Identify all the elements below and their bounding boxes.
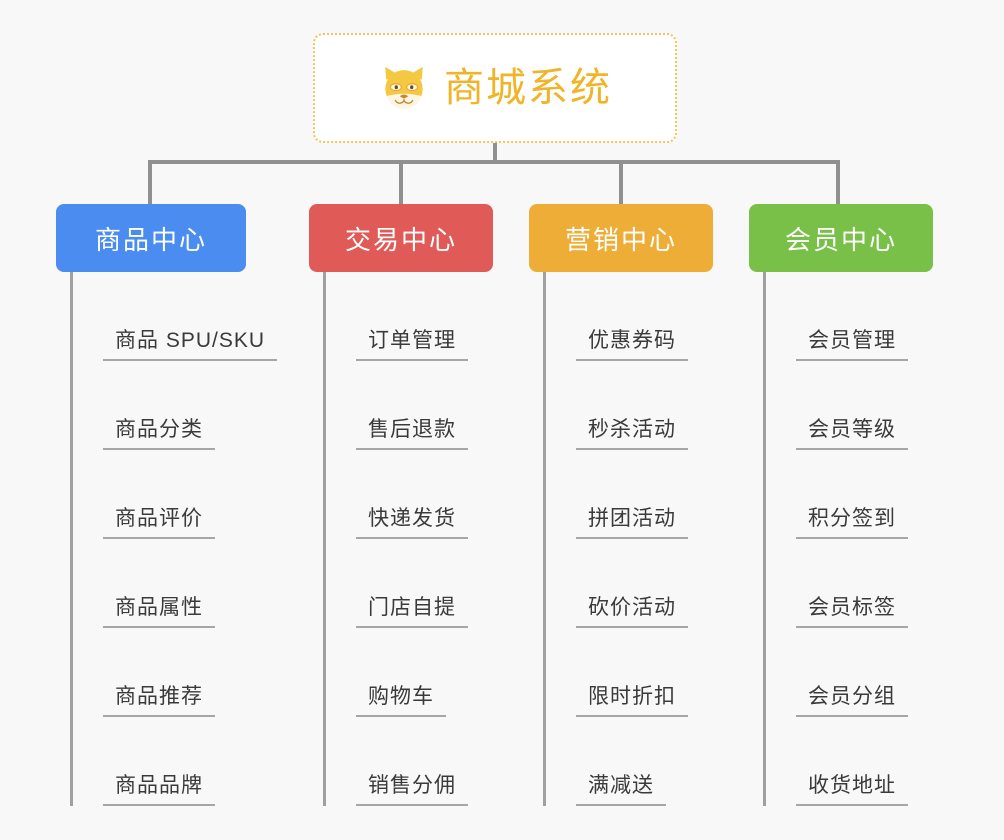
- list-item-label: 商品属性: [103, 595, 215, 628]
- list-item-label: 快递发货: [356, 506, 468, 539]
- list-item-label: 商品 SPU/SKU: [103, 328, 278, 361]
- list-item[interactable]: 会员分组: [766, 628, 933, 717]
- connector-stem-member-center: [836, 160, 840, 206]
- connector-horizontal-bus: [148, 160, 838, 164]
- category-items-trade-center: 订单管理 售后退款 快递发货 门店自提 购物车 销售分佣: [323, 272, 493, 806]
- list-item[interactable]: 购物车: [326, 628, 493, 717]
- list-item-label: 限时折扣: [576, 684, 688, 717]
- list-item[interactable]: 快递发货: [326, 450, 493, 539]
- category-items-member-center: 会员管理 会员等级 积分签到 会员标签 会员分组 收货地址: [763, 272, 933, 806]
- list-item-label: 会员等级: [796, 417, 908, 450]
- list-item-label: 优惠券码: [576, 328, 688, 361]
- list-item[interactable]: 商品分类: [73, 361, 246, 450]
- list-item[interactable]: 会员等级: [766, 361, 933, 450]
- list-item-label: 门店自提: [356, 595, 468, 628]
- category-header-trade-center[interactable]: 交易中心: [309, 204, 493, 272]
- list-item[interactable]: 商品属性: [73, 539, 246, 628]
- shiba-dog-face-icon: [378, 62, 430, 114]
- list-item-label: 会员分组: [796, 684, 908, 717]
- list-item[interactable]: 积分签到: [766, 450, 933, 539]
- list-item[interactable]: 商品评价: [73, 450, 246, 539]
- list-item-label: 订单管理: [356, 328, 468, 361]
- list-item[interactable]: 优惠券码: [546, 272, 713, 361]
- list-item-label: 销售分佣: [356, 773, 468, 806]
- list-item[interactable]: 商品推荐: [73, 628, 246, 717]
- category-column-product-center: 商品中心 商品 SPU/SKU 商品分类 商品评价 商品属性 商品推荐 商品品牌: [56, 204, 278, 806]
- category-items-marketing-center: 优惠券码 秒杀活动 拼团活动 砍价活动 限时折扣 满减送: [543, 272, 713, 806]
- list-item-label: 会员管理: [796, 328, 908, 361]
- list-item[interactable]: 商品品牌: [73, 717, 246, 806]
- category-items-product-center: 商品 SPU/SKU 商品分类 商品评价 商品属性 商品推荐 商品品牌: [70, 272, 278, 806]
- root-title: 商城系统: [444, 66, 612, 110]
- list-item[interactable]: 会员管理: [766, 272, 933, 361]
- category-column-trade-center: 交易中心 订单管理 售后退款 快递发货 门店自提 购物车 销售分佣: [309, 204, 493, 806]
- connector-stem-trade-center: [399, 160, 403, 206]
- category-header-marketing-center[interactable]: 营销中心: [529, 204, 713, 272]
- connector-stem-product-center: [148, 160, 152, 206]
- connector-stem-marketing-center: [619, 160, 623, 206]
- list-item-label: 收货地址: [796, 773, 908, 806]
- list-item[interactable]: 订单管理: [326, 272, 493, 361]
- list-item-label: 拼团活动: [576, 506, 688, 539]
- list-item-label: 商品推荐: [103, 684, 215, 717]
- connector-root-stem: [493, 143, 497, 164]
- list-item-label: 满减送: [576, 773, 666, 806]
- list-item-label: 秒杀活动: [576, 417, 688, 450]
- category-column-member-center: 会员中心 会员管理 会员等级 积分签到 会员标签 会员分组 收货地址: [749, 204, 933, 806]
- list-item[interactable]: 拼团活动: [546, 450, 713, 539]
- list-item-label: 售后退款: [356, 417, 468, 450]
- list-item-label: 积分签到: [796, 506, 908, 539]
- list-item-label: 商品评价: [103, 506, 215, 539]
- list-item[interactable]: 商品 SPU/SKU: [73, 272, 278, 361]
- list-item-label: 商品分类: [103, 417, 215, 450]
- list-item-label: 会员标签: [796, 595, 908, 628]
- list-item[interactable]: 销售分佣: [326, 717, 493, 806]
- category-header-member-center[interactable]: 会员中心: [749, 204, 933, 272]
- list-item-label: 购物车: [356, 684, 446, 717]
- list-item[interactable]: 会员标签: [766, 539, 933, 628]
- list-item[interactable]: 砍价活动: [546, 539, 713, 628]
- list-item-label: 砍价活动: [576, 595, 688, 628]
- list-item[interactable]: 售后退款: [326, 361, 493, 450]
- category-header-product-center[interactable]: 商品中心: [56, 204, 246, 272]
- root-node-商城系统[interactable]: 商城系统: [313, 33, 677, 143]
- list-item[interactable]: 门店自提: [326, 539, 493, 628]
- list-item-label: 商品品牌: [103, 773, 215, 806]
- list-item[interactable]: 收货地址: [766, 717, 933, 806]
- category-column-marketing-center: 营销中心 优惠券码 秒杀活动 拼团活动 砍价活动 限时折扣 满减送: [529, 204, 713, 806]
- list-item[interactable]: 满减送: [546, 717, 713, 806]
- list-item[interactable]: 秒杀活动: [546, 361, 713, 450]
- list-item[interactable]: 限时折扣: [546, 628, 713, 717]
